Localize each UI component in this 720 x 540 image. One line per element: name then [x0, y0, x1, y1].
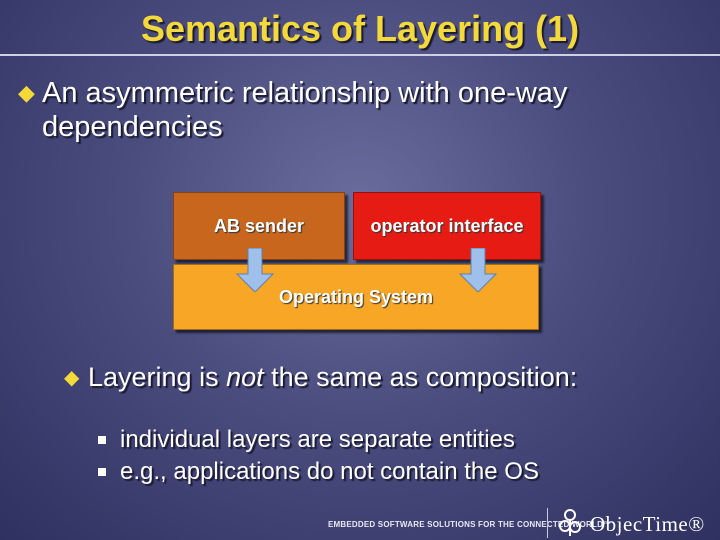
list-item-text: e.g., applications do not contain the OS — [120, 458, 539, 485]
square-bullet-icon — [98, 436, 106, 444]
list-item: e.g., applications do not contain the OS — [98, 456, 539, 488]
bullet-text: An asymmetric relationship with one-way … — [42, 77, 568, 143]
diamond-bullet-icon: ◆ — [64, 367, 80, 389]
footer-tagline: EMBEDDED SOFTWARE SOLUTIONS FOR THE CONN… — [328, 520, 612, 529]
objectime-logo: ObjecTime® — [590, 512, 705, 536]
list-item: individual layers are separate entities — [98, 424, 539, 456]
bullet-text-prefix: Layering is — [88, 362, 227, 392]
sub-bullet-list: individual layers are separate entities … — [98, 424, 539, 488]
down-arrow-icon — [235, 248, 275, 292]
objectime-logo-icon — [559, 509, 581, 536]
bullet-text: Layering is not the same as composition: — [64, 362, 664, 392]
diamond-bullet-icon: ◆ — [18, 80, 35, 105]
operating-system-label: Operating System — [278, 287, 434, 307]
list-item-text: individual layers are separate entities — [120, 426, 515, 453]
bullet-text-emphasis: not — [226, 362, 264, 392]
square-bullet-icon — [98, 468, 106, 476]
operator-interface-box: operator interface — [353, 192, 541, 260]
bullet-layering: ◆ Layering is not the same as compositio… — [64, 362, 664, 392]
footer-divider — [547, 508, 548, 538]
bullet-asymmetric: ◆ An asymmetric relationship with one-wa… — [18, 76, 698, 144]
ab-sender-label: AB sender — [213, 215, 305, 236]
title-divider — [0, 54, 720, 56]
operator-interface-label: operator interface — [370, 215, 524, 236]
slide-title: Semantics of Layering (1) — [140, 8, 580, 49]
bullet-text-suffix: the same as composition: — [263, 362, 578, 392]
down-arrow-icon — [458, 248, 498, 292]
